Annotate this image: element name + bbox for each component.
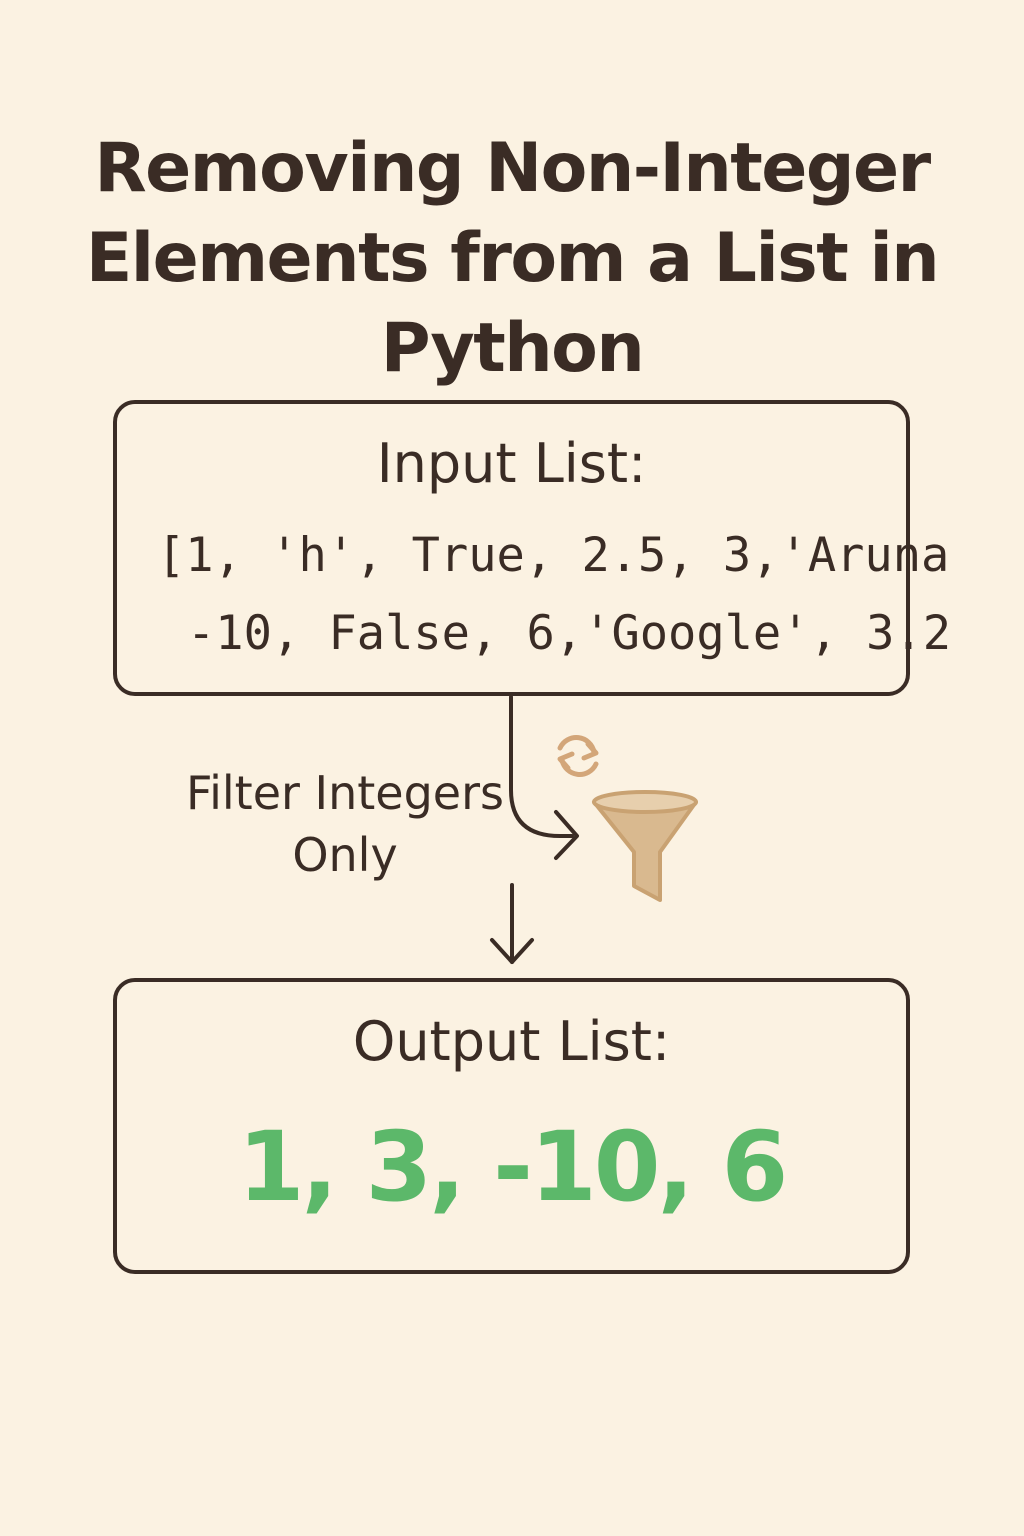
curved-arrow-head	[554, 810, 579, 860]
funnel-icon	[592, 790, 698, 902]
curved-arrow	[509, 695, 574, 838]
input-list-line-2: -10, False, 6,'Google', 3.2	[187, 606, 952, 661]
down-arrow-head	[490, 938, 534, 964]
input-list-box: Input List: [1, 'h', True, 2.5, 3,'Aruna…	[113, 400, 951, 696]
output-list-heading: Output List:	[352, 1010, 671, 1073]
input-list-heading: Input List:	[376, 432, 647, 495]
page-title: Removing Non-Integer Elements from a Lis…	[85, 128, 940, 388]
input-list-line-1: [1, 'h', True, 2.5, 3,'Aruna	[157, 528, 950, 583]
refresh-icon	[557, 735, 599, 777]
filter-step-label: Filter Integers Only	[186, 766, 504, 882]
output-list-values: 1, 3, -10, 6	[237, 1111, 789, 1223]
output-list-box: Output List: 1, 3, -10, 6	[113, 978, 910, 1274]
